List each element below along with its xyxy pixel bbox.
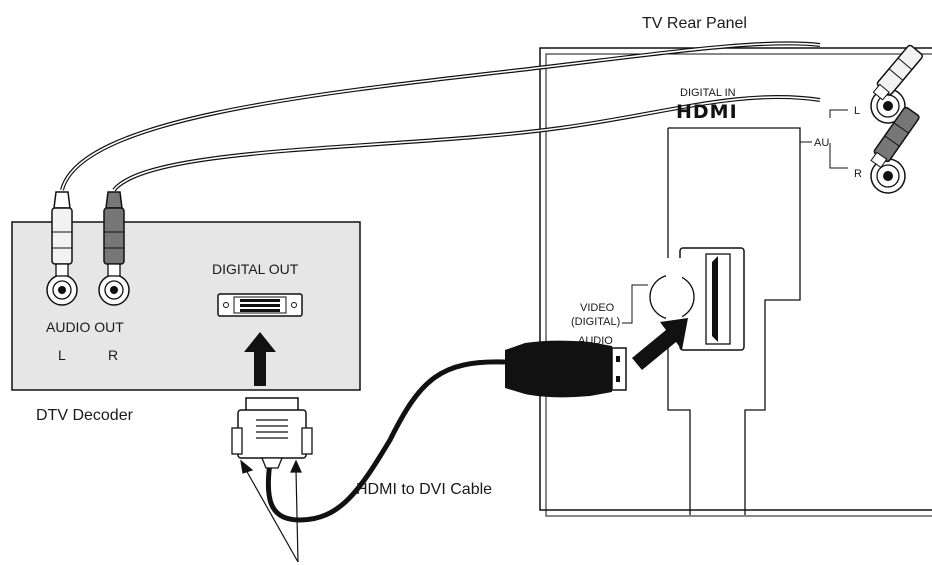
decoder-audio-jack-r [98,274,130,306]
hdmi-plug [505,340,627,398]
decoder-r-label: R [108,347,118,363]
video-digital-label-line2: (DIGITAL) [571,316,620,328]
digital-in-label: DIGITAL IN [680,87,736,99]
tv-rca-plug-gray [870,106,920,169]
tv-rear-panel [539,47,932,517]
thumbscrew-pointers [240,459,302,563]
decoder-audio-jack-l [46,274,78,306]
tv-audio-partial-label: AU [814,137,829,149]
audio-cables [60,41,821,192]
dvi-plug [231,397,313,469]
tv-rear-panel-label: TV Rear Panel [642,15,747,32]
hdmi-logo: HDMI [676,101,738,123]
tv-audio-r-label: R [854,168,862,180]
hdmi-to-dvi-cable [265,359,506,523]
dvi-output-port [217,293,303,317]
audio-partial-label: AUDIO [578,335,613,347]
tv-audio-jack-r [870,158,906,194]
video-digital-label-line1: VIDEO [580,302,615,314]
tv-rca-plug-white [872,44,923,101]
decoder-rca-plug-gray [103,191,125,277]
tv-audio-l-label: L [854,105,860,117]
decoder-l-label: L [58,347,66,363]
decoder-rca-plug-white [51,191,73,277]
dvi-insert-arrow [244,332,276,386]
digital-out-label: DIGITAL OUT [212,261,299,277]
hdmi-insert-arrow [632,318,688,370]
dtv-decoder-label: DTV Decoder [36,407,134,424]
hdmi-to-dvi-cable-label: HDMI to DVI Cable [356,481,492,498]
audio-out-label: AUDIO OUT [46,319,124,335]
